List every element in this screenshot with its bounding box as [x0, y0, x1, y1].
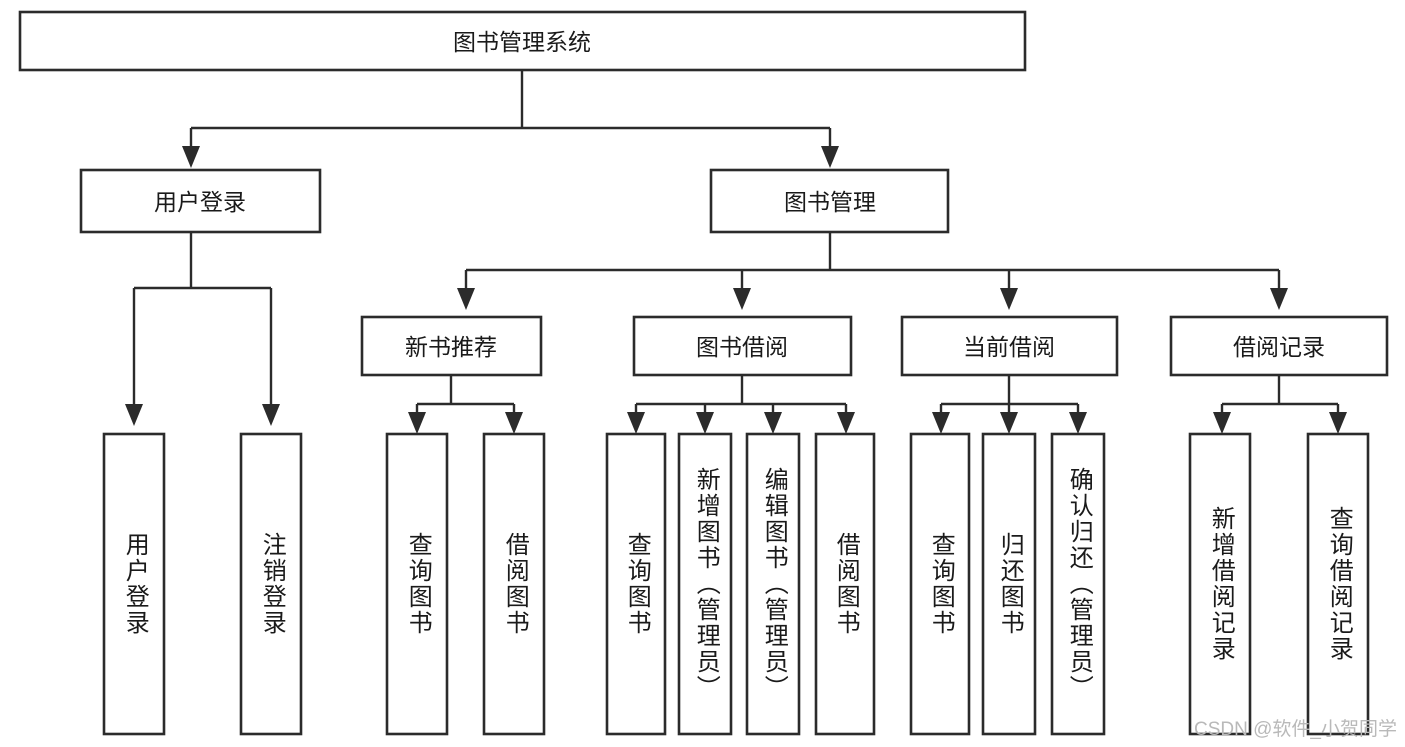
node-book-borrow-label: 图书借阅 [696, 334, 788, 360]
node-book-manage-label: 图书管理 [784, 189, 876, 215]
node-book-manage[interactable]: 图书管理 [709, 168, 950, 234]
leaf-box-add-record [1188, 432, 1252, 736]
connector-book-borrow-to-leaves [627, 375, 855, 434]
connector-root-to-level2 [182, 70, 839, 168]
node-current-borrow-label: 当前借阅 [963, 334, 1055, 360]
leaf-box-query-book-2 [605, 432, 667, 736]
node-borrow-record[interactable]: 借阅记录 [1169, 315, 1389, 377]
leaf-box-return-book [981, 432, 1037, 736]
leaf-box-edit-book [745, 432, 801, 736]
node-book-borrow[interactable]: 图书借阅 [632, 315, 853, 377]
leaf-box-confirm-return [1050, 432, 1106, 736]
node-user-login-label: 用户登录 [154, 189, 246, 215]
node-new-book-rec-label: 新书推荐 [405, 334, 497, 360]
node-borrow-record-label: 借阅记录 [1233, 334, 1325, 360]
leaf-box-user-login [102, 432, 166, 736]
leaf-box-user-logout [239, 432, 303, 736]
connector-current-borrow-to-leaves [932, 375, 1087, 434]
connector-borrow-record-to-leaves [1213, 375, 1347, 434]
csdn-watermark: CSDN @软件_小贺同学 [1194, 719, 1397, 740]
leaf-box-query-record [1306, 432, 1370, 736]
leaf-box-add-book [677, 432, 733, 736]
node-new-book-rec[interactable]: 新书推荐 [360, 315, 543, 377]
connector-user-login-to-leaves [125, 232, 280, 426]
leaf-box-borrow-book-2 [814, 432, 876, 736]
leaf-box-borrow-book-1 [482, 432, 546, 736]
node-root[interactable]: 图书管理系统 [18, 10, 1027, 72]
leaf-box-query-book-1 [385, 432, 449, 736]
node-current-borrow[interactable]: 当前借阅 [900, 315, 1119, 377]
node-root-label: 图书管理系统 [453, 29, 591, 55]
leaf-box-query-book-3 [909, 432, 971, 736]
connector-book-manage-to-level3 [457, 232, 1288, 310]
node-user-login[interactable]: 用户登录 [79, 168, 322, 234]
leaf-boxes [102, 432, 1370, 736]
connector-new-book-rec-to-leaves [408, 375, 523, 434]
